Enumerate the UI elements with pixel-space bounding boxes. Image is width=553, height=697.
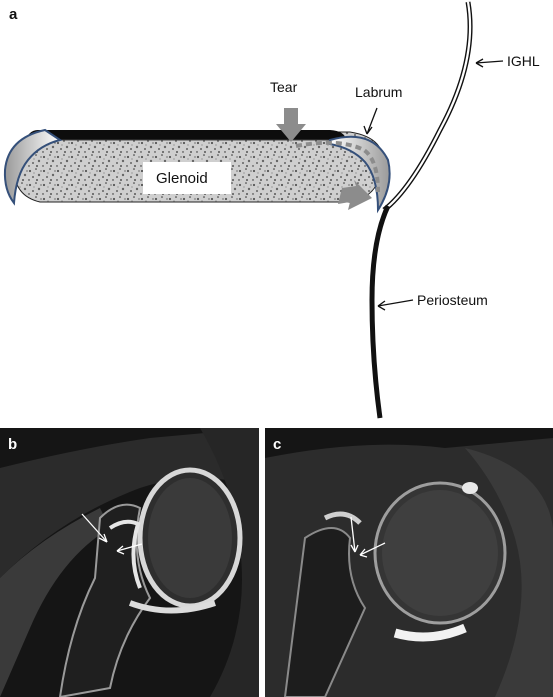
glenoid-label: Glenoid (156, 170, 208, 187)
labrum-left (3, 128, 63, 206)
periosteum-label: Periosteum (417, 292, 488, 308)
tear-label: Tear (270, 79, 298, 95)
periosteum-pointer-arrow (377, 299, 414, 311)
panel-letter-b: b (8, 436, 18, 453)
mri-image-b (0, 428, 259, 697)
labrum-right (329, 135, 391, 214)
mri-panel-b: b (0, 428, 259, 697)
ighl-pointer-arrow (475, 58, 504, 68)
tear-arrow (276, 108, 306, 142)
mri-c-arrows (350, 516, 386, 558)
panel-letter-c: c (273, 436, 282, 453)
glenoid-label-box (143, 162, 231, 194)
mri-b-arrows (81, 513, 143, 555)
panel-letter-a: a (9, 6, 18, 23)
ighl-label: IGHL (507, 53, 540, 69)
schematic-diagram (3, 1, 504, 419)
ighl-ligament (382, 1, 473, 212)
tear-dashed-line (295, 140, 380, 193)
displacement-arrow (338, 180, 372, 210)
labrum-label: Labrum (355, 84, 403, 100)
periosteum-line (369, 204, 391, 419)
mri-panel-c: c (265, 428, 553, 697)
labrum-pointer-arrow (363, 107, 378, 135)
mri-image-c (265, 428, 553, 697)
articular-cartilage (24, 130, 346, 144)
